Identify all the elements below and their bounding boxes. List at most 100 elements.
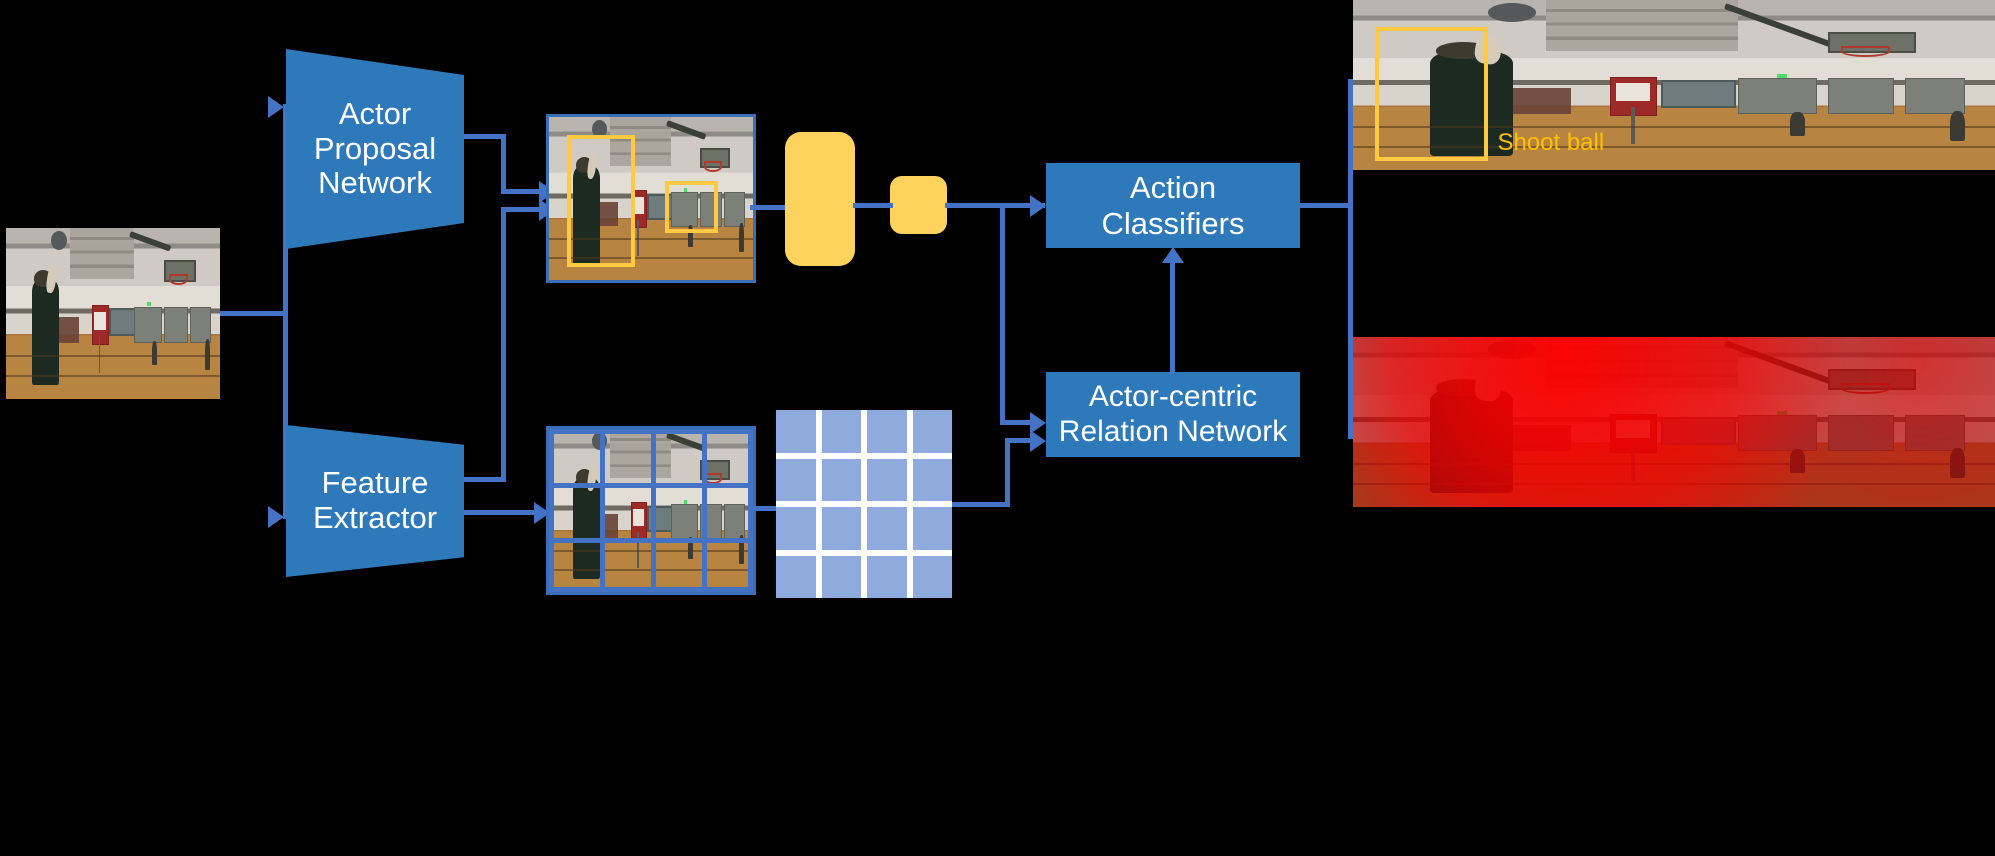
node-action-classifiers[interactable]: Action Classifiers	[1046, 163, 1300, 248]
basketball	[591, 432, 608, 451]
feature-map-frame-image	[546, 426, 756, 595]
apn-label-line-2: Proposal	[313, 130, 437, 166]
basketball	[591, 120, 608, 139]
connector-fe-up	[501, 207, 506, 482]
block-wall	[610, 117, 672, 166]
player-body	[31, 279, 60, 386]
exit-sign	[683, 187, 687, 192]
predicted-actor-box	[1375, 27, 1488, 162]
gym-scene	[549, 429, 753, 592]
connector-contextgrid-up	[1005, 438, 1010, 507]
gym-window	[108, 308, 137, 337]
grid-cell	[912, 458, 952, 501]
pooled-actor-feature	[890, 176, 947, 234]
block-wall	[1545, 0, 1739, 51]
player-body	[1430, 51, 1514, 157]
floor-line	[549, 569, 753, 572]
exit-sign	[683, 499, 687, 504]
connector-output-split-vertical	[1348, 79, 1353, 439]
banner-pole	[98, 335, 101, 374]
grid-cell	[776, 458, 816, 501]
connector-input-out	[220, 311, 288, 316]
connector-fe-to-featuremap	[464, 510, 542, 515]
attention-heatmap-overlay	[1353, 337, 1995, 507]
arrow-to-apn	[268, 96, 284, 118]
hoop-rim-icon	[704, 473, 723, 484]
background-person	[687, 536, 693, 560]
gym-door	[1828, 78, 1895, 115]
grid-cell	[821, 458, 861, 501]
gym-door	[134, 306, 163, 343]
floor-line	[549, 237, 753, 240]
connector-apn-to-detection	[501, 189, 547, 194]
grid-cell	[912, 410, 952, 453]
grid-cell	[821, 507, 861, 550]
connector-apn-out	[464, 134, 506, 139]
connector-featuremap-to-contextgrid	[750, 506, 778, 511]
player-body	[573, 165, 600, 267]
gym-door	[699, 503, 723, 539]
player-body	[573, 477, 600, 579]
grid-cell	[776, 410, 816, 453]
attention-frame-image	[1353, 337, 1995, 507]
arn-label-line-1: Actor-centric	[1088, 380, 1258, 413]
background-person	[1789, 112, 1805, 136]
exit-sign	[1776, 73, 1787, 79]
grid-cell	[821, 555, 861, 598]
block-wall	[70, 228, 135, 280]
actor-feature-tensor	[785, 132, 855, 266]
apn-label-line-3: Network	[318, 165, 432, 201]
connector-actorfeature-chain	[853, 203, 893, 208]
floor-line	[1353, 125, 1995, 128]
floor-line	[6, 354, 220, 357]
gym-door	[1905, 78, 1965, 115]
banner-pole	[1630, 107, 1636, 145]
fe-label-line-1: Feature	[321, 465, 429, 501]
connector-detection-to-actorfeature	[750, 205, 785, 210]
arrow-to-feature-extractor	[268, 506, 284, 528]
arn-label: Actor-centric Relation Network	[1059, 380, 1287, 449]
gym-window	[1661, 79, 1736, 108]
output-frame-image: Shoot ball	[1353, 0, 1995, 170]
ac-label-line-1: Action	[1129, 169, 1217, 205]
backboard-arm	[666, 432, 707, 452]
grid-cell	[912, 555, 952, 598]
gym-window	[646, 505, 674, 533]
connector-split-vertical	[283, 104, 288, 519]
backboard-arm	[666, 120, 707, 140]
gym-scene	[6, 228, 220, 399]
connector-contextgrid-to-arn	[1005, 438, 1033, 443]
arrow-actorfeature-to-arn	[1030, 412, 1046, 434]
node-actor-proposal-network[interactable]: Actor Proposal Network	[286, 49, 464, 249]
exit-sign	[147, 302, 151, 307]
actor-proposal-box	[567, 134, 635, 267]
connector-apn-down	[501, 134, 506, 194]
gym-door	[164, 306, 188, 343]
grid-cell	[776, 555, 816, 598]
gym-door	[671, 191, 698, 227]
arrow-contextgrid-to-arn	[1030, 430, 1046, 452]
connector-actorfeature-to-classifiers	[1000, 203, 1033, 208]
connector-contextgrid-out	[952, 502, 1010, 507]
gym-scene	[549, 117, 753, 280]
node-actor-centric-relation-network[interactable]: Actor-centric Relation Network	[1046, 372, 1300, 457]
grid-cell	[867, 410, 907, 453]
feature-extractor-label: Feature Extractor	[297, 466, 453, 535]
fe-label-line-2: Extractor	[312, 500, 438, 535]
connector-actorfeature-to-arn	[1000, 420, 1033, 425]
connector-arn-to-classifiers	[1170, 262, 1175, 374]
node-feature-extractor[interactable]: Feature Extractor	[286, 425, 464, 577]
hoop-rim-icon	[704, 161, 723, 172]
gym-door	[1738, 78, 1818, 115]
predicted-action-label: Shoot ball	[1497, 129, 1605, 157]
connector-fe-to-detection	[501, 207, 547, 212]
ac-label-line-2: Classifiers	[1101, 205, 1245, 241]
grid-cell	[867, 555, 907, 598]
apn-label-line-1: Actor	[338, 95, 412, 131]
connector-classifiers-out	[1300, 203, 1352, 208]
hoop-rim-icon	[168, 274, 188, 285]
backboard-arm	[129, 231, 172, 252]
grid-cell	[912, 507, 952, 550]
context-feature-grid	[776, 410, 952, 598]
background-person	[687, 224, 693, 248]
